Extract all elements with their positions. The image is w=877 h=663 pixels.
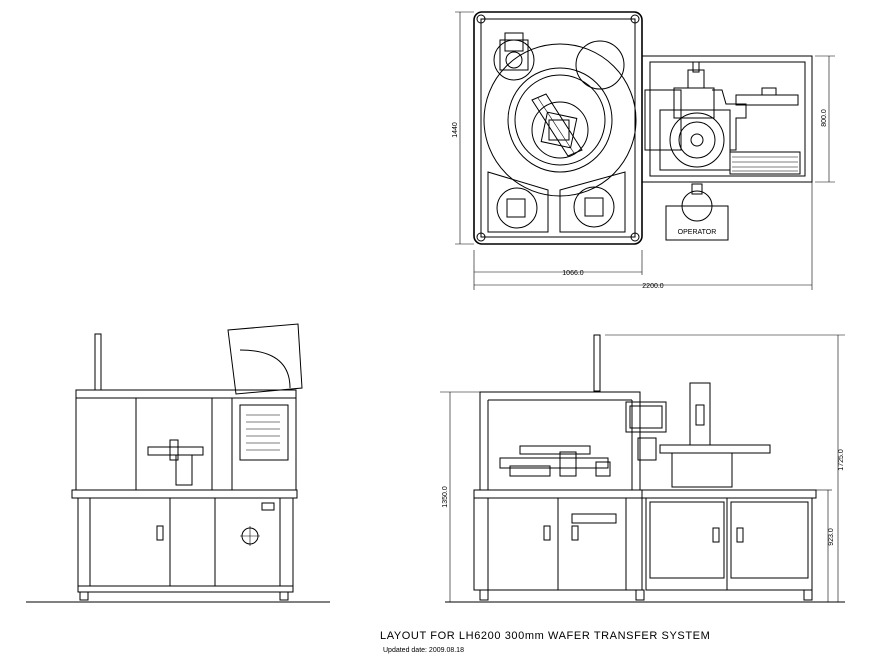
dim-plan-height: 1440 bbox=[452, 122, 459, 138]
dim-front-right-low: 923.0 bbox=[828, 528, 835, 546]
dim-front-left: 1350.0 bbox=[442, 486, 449, 508]
dim-front-right-top: 1725.0 bbox=[838, 449, 845, 471]
side-view bbox=[26, 323, 330, 603]
dim-plan-width-main: 1066.0 bbox=[562, 270, 584, 277]
updated-date: Updated date: 2009.08.18 bbox=[383, 647, 464, 654]
plan-view bbox=[455, 11, 835, 290]
drawing-title: LAYOUT FOR LH6200 300mm WAFER TRANSFER S… bbox=[380, 630, 711, 642]
dim-plan-width-total: 2200.0 bbox=[642, 283, 664, 290]
operator-label: OPERATOR bbox=[678, 229, 717, 236]
front-view bbox=[440, 334, 845, 603]
dim-plan-right: 800.0 bbox=[821, 109, 828, 127]
